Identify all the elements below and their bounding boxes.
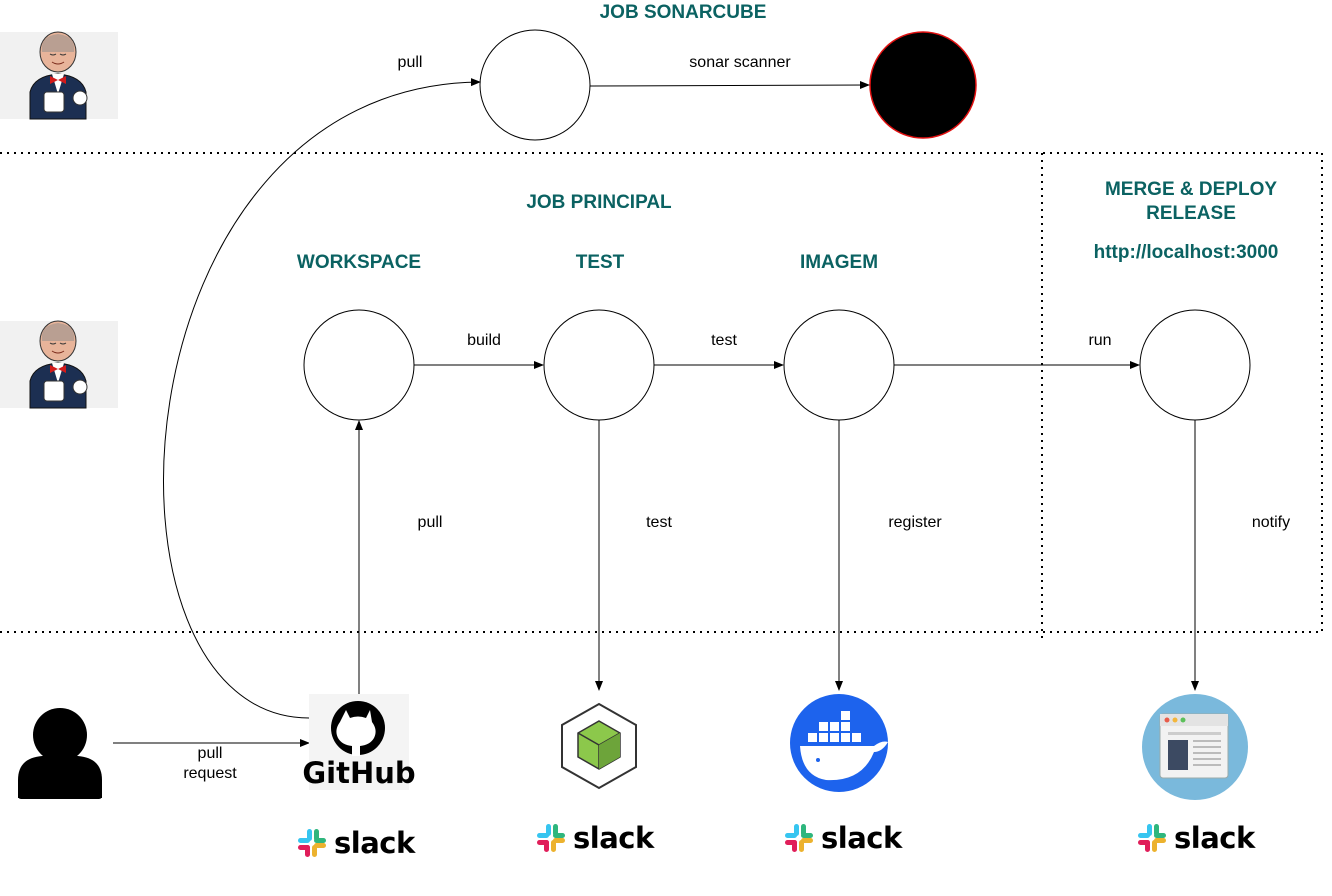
test-node — [543, 309, 655, 421]
imagem-title: IMAGEM — [799, 252, 879, 273]
label-register: register — [888, 514, 942, 531]
slack-logo-workspace: slack — [296, 826, 415, 860]
test-title: TEST — [575, 252, 625, 273]
label-pull-request: pull request — [183, 745, 237, 782]
merge-deploy-title: MERGE & DEPLOY RELEASE — [1104, 179, 1278, 224]
imagem-node — [783, 309, 895, 421]
github-wordmark: GitHub — [302, 756, 415, 790]
slack-logo-test: slack — [535, 821, 654, 855]
jenkins-icon — [0, 31, 118, 120]
deploy-node — [1139, 309, 1251, 421]
workspace-node — [303, 309, 415, 421]
docker-icon — [790, 694, 888, 792]
job-principal-title: JOB PRINCIPAL — [526, 192, 672, 213]
slack-wordmark: slack — [334, 826, 415, 860]
slack-wordmark: slack — [1174, 821, 1255, 855]
label-test-down: test — [646, 514, 672, 531]
github-icon: GitHub — [302, 694, 416, 790]
user-icon — [18, 708, 102, 799]
slack-icon — [785, 824, 813, 852]
label-build: build — [467, 332, 501, 349]
slack-wordmark: slack — [821, 821, 902, 855]
sonar-pull-node — [479, 29, 591, 141]
slack-logo-imagem: slack — [783, 821, 902, 855]
edge-github-to-sonar — [163, 78, 481, 719]
nodejs-icon — [561, 702, 637, 790]
label-pull-sonar: pull — [397, 54, 423, 71]
label-run: run — [1088, 332, 1112, 349]
jenkins-icon — [0, 320, 118, 409]
label-sonar-scanner: sonar scanner — [689, 54, 791, 71]
label-pull-github: pull — [417, 514, 443, 531]
slack-icon — [1138, 824, 1166, 852]
sonar-result-node — [869, 31, 977, 139]
slack-icon — [298, 829, 326, 857]
slack-logo-deploy: slack — [1136, 821, 1255, 855]
slack-icon — [537, 824, 565, 852]
slack-wordmark: slack — [573, 821, 654, 855]
label-notify: notify — [1251, 514, 1291, 531]
workspace-title: WORKSPACE — [296, 252, 422, 273]
edge-sonar-scanner — [589, 81, 870, 90]
job-sonarcube-title: JOB SONARCUBE — [599, 2, 767, 23]
localhost-url: http://localhost:3000 — [1093, 242, 1279, 263]
label-test: test — [711, 332, 737, 349]
browser-icon — [1142, 694, 1248, 800]
